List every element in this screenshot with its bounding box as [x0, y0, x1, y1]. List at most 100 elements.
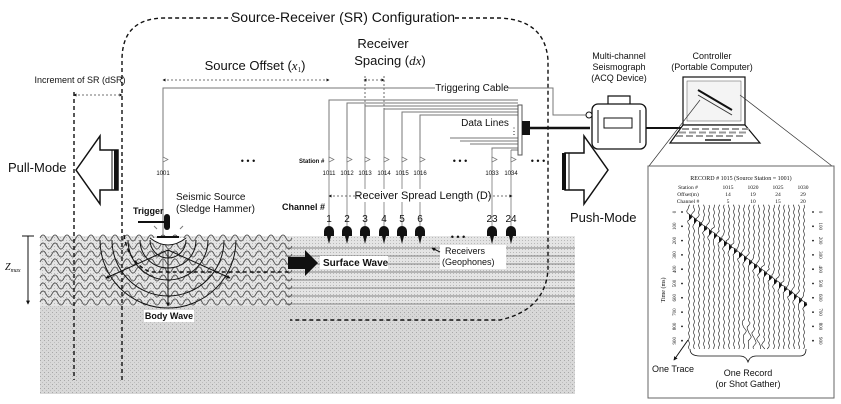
body-wave-ray-right [167, 249, 231, 279]
sr-configuration-boundary [121, 17, 549, 380]
time-tick-right: 900 [817, 337, 822, 345]
channel-number: 3 [362, 214, 368, 225]
one-record-label-1: One Record [724, 368, 773, 378]
body-wave-label: Body Wave [145, 311, 193, 321]
record-cell: 15 [775, 199, 781, 205]
geophone-icon [360, 226, 370, 236]
time-tick-right: 600 [817, 294, 822, 302]
seismic-trace [690, 204, 697, 350]
record-cell: 14 [725, 192, 731, 198]
shot-gather-record-panel [647, 165, 835, 399]
station-flag-icon [419, 156, 426, 163]
station-flag-icon [346, 156, 353, 163]
time-tick-right: 0 [817, 211, 822, 214]
geophone-icon [342, 226, 352, 236]
zmax-label: Zmax [5, 262, 21, 274]
geophone-icon [415, 226, 425, 236]
time-tick-right: 500 [817, 280, 822, 288]
record-cell: 29 [800, 192, 806, 198]
surface-wave-label: Surface Wave [323, 258, 389, 269]
spread-length-label: Receiver Spread Length (D) [355, 190, 492, 202]
pull-mode-label: Pull-Mode [8, 160, 67, 175]
pull-mode-arrow [75, 133, 119, 207]
time-tick-right: 300 [817, 251, 822, 259]
station-flag-icon [510, 156, 517, 163]
station-flag-icon [383, 156, 390, 163]
triggering-cable [162, 87, 590, 270]
ellipsis-left: • • • [241, 156, 255, 166]
geophone-icon [506, 226, 516, 236]
more-lines-dots: ⋮ [510, 126, 519, 136]
seismic-trace [725, 204, 732, 350]
seismic-trace [686, 204, 693, 350]
one-trace-label: One Trace [652, 364, 694, 374]
one-record-label-2: (or Shot Gather) [715, 379, 780, 389]
time-tick-left: 400 [673, 265, 678, 273]
record-brace [689, 348, 807, 364]
seismic-trace [786, 204, 793, 350]
time-tick-left: 800 [673, 322, 678, 330]
ellipsis-geophones: • • • [451, 232, 465, 242]
channel-number: 1 [326, 214, 332, 225]
station-number: 1012 [340, 171, 354, 177]
seismic-source-label-1: Seismic Source [176, 192, 246, 203]
seismic-trace [775, 204, 782, 350]
seismic-trace [750, 204, 758, 350]
record-row-label: Offset(m) [677, 191, 699, 198]
station-number: 1016 [413, 171, 427, 177]
time-tick-left: 600 [673, 294, 678, 302]
body-wave-ray-left [105, 249, 169, 279]
time-tick-left: 500 [673, 279, 678, 287]
record-cell: 1015 [723, 185, 734, 191]
time-axis-label: Time (ms) [660, 278, 667, 303]
sledge-hammer-icon [138, 214, 187, 246]
seismic-trace [706, 204, 712, 350]
bedrock-layer [40, 306, 575, 394]
time-tick-right: 800 [817, 323, 822, 331]
geophone-icon [397, 226, 407, 236]
station-flag-icon [364, 156, 371, 163]
one-trace-pointer [673, 339, 689, 361]
record-cell: 1020 [748, 185, 759, 191]
station-number: 1034 [504, 171, 518, 177]
diagram-title: Source-Receiver (SR) Configuration [231, 9, 455, 25]
seismic-trace [730, 204, 738, 350]
time-tick-left: 900 [673, 336, 678, 344]
station-flag-icon [328, 156, 335, 163]
seismograph-label-3: (ACQ Device) [591, 73, 647, 83]
record-title: RECORD # 1015 (Source Station = 1001) [690, 175, 791, 182]
time-tick-right: 700 [817, 308, 822, 316]
time-tick-right: 200 [817, 237, 822, 245]
time-tick-left: 300 [673, 251, 678, 259]
station-hash-label: Station # [299, 159, 325, 165]
seismic-trace [715, 204, 723, 350]
receivers-label-1: Receivers [445, 246, 486, 256]
seismograph-label-1: Multi-channel [592, 51, 646, 61]
time-tick-left: 100 [673, 222, 678, 230]
receiver-station: 1033 23 [485, 150, 499, 244]
geophone-icon [487, 226, 497, 236]
record-cell: 1025 [773, 185, 784, 191]
zoom-line-right [739, 94, 833, 167]
seismic-trace [745, 204, 752, 350]
seismic-trace [710, 204, 718, 350]
source-offset-label: Source Offset (x1) [205, 58, 306, 74]
ellipsis-right: • • • [531, 156, 545, 166]
controller-laptop [668, 76, 762, 144]
record-cell: 19 [750, 192, 756, 198]
trigger-label: Trigger [133, 206, 164, 216]
station-number: 1033 [485, 171, 499, 177]
channel-number: 23 [486, 214, 498, 225]
record-row-label: Station # [678, 185, 698, 191]
geophone-icon [324, 226, 334, 236]
seismic-trace [756, 204, 762, 349]
source-station-number: 1001 [156, 171, 170, 177]
